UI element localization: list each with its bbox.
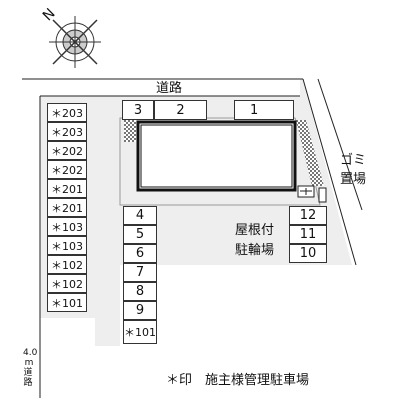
- parking-slot-2: 2: [154, 100, 207, 120]
- garbage-box: [318, 187, 327, 203]
- parking-slot-10: 10: [289, 244, 327, 263]
- parking-slot-left: ＊201: [47, 179, 87, 198]
- parking-slot-left: ＊201: [47, 198, 87, 217]
- parking-slot-left: ＊203: [47, 122, 87, 141]
- parking-slot-left: ＊202: [47, 160, 87, 179]
- parking-slot-12: 12: [289, 206, 327, 225]
- parking-slot-11: 11: [289, 225, 327, 244]
- parking-slot-5: 5: [123, 225, 157, 244]
- building-outline: [136, 120, 297, 192]
- road-edge-right-a: [302, 78, 357, 266]
- parking-slot-7: 7: [123, 263, 157, 282]
- building-inner-line: [140, 124, 293, 188]
- bicycle-icon: [297, 185, 315, 198]
- road-edge-right-b: [317, 78, 363, 211]
- parking-slot-101: ＊101: [123, 320, 157, 344]
- parking-slot-left: ＊103: [47, 236, 87, 255]
- parking-slot-left: ＊101: [47, 293, 87, 312]
- bicycle-parking-label-2: 駐輪場: [235, 243, 275, 258]
- parking-slot-left: ＊102: [47, 255, 87, 274]
- parking-slot-left: ＊103: [47, 217, 87, 236]
- parking-slot-4: 4: [123, 206, 157, 225]
- hatched-strip-right: [296, 120, 324, 186]
- road-width-label: 4.0 m 道路: [23, 348, 38, 388]
- parking-slot-3: 3: [122, 100, 154, 120]
- compass-rose-icon: [49, 16, 101, 68]
- parking-slot-6: 6: [123, 244, 157, 263]
- garbage-label-1: ゴミ: [340, 153, 367, 168]
- legend-text: ＊印 施主様管理駐車場: [166, 373, 310, 388]
- parking-slot-1: 1: [234, 100, 294, 120]
- parking-slot-left: ＊202: [47, 141, 87, 160]
- parking-slot-left: ＊203: [47, 103, 87, 122]
- road-label-top: 道路: [156, 81, 183, 96]
- parking-slot-left: ＊102: [47, 274, 87, 293]
- parking-slot-8: 8: [123, 282, 157, 301]
- garbage-label-2: 置場: [340, 172, 367, 187]
- parking-slot-9: 9: [123, 301, 157, 320]
- bicycle-parking-label-1: 屋根付: [235, 223, 275, 238]
- hatched-strip-left: [124, 120, 136, 142]
